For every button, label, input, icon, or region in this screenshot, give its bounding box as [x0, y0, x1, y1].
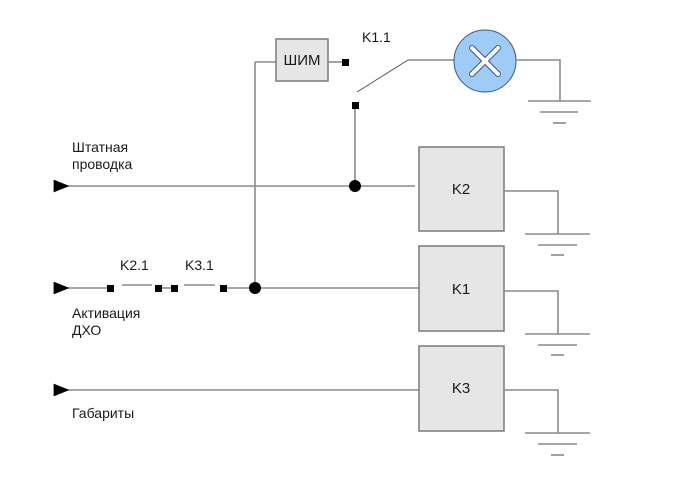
- contact-k2-1-left: [107, 285, 114, 292]
- relay-k2: K2: [418, 146, 590, 256]
- relay-k1: K1: [418, 245, 590, 356]
- contact-k3-1-left: [171, 285, 178, 292]
- relay-k2-box: [418, 146, 505, 232]
- pwm-block: ШИМ: [254, 38, 349, 288]
- contact-k3-1-label: K3.1: [185, 257, 214, 273]
- parking-lights-line: Габариты: [53, 383, 419, 421]
- ground-icon: [525, 432, 590, 456]
- switch-k1-1: K1.1: [352, 29, 454, 186]
- switch-k1-1-label: K1.1: [362, 29, 391, 45]
- relay-k3: K3: [418, 345, 590, 456]
- ground-icon: [525, 333, 590, 356]
- switch-contact-bottom: [352, 102, 359, 109]
- relay-k2-label: K2: [452, 181, 470, 198]
- contact-k3-1-right: [220, 285, 227, 292]
- drl-label-2: ДХО: [72, 322, 101, 338]
- stock-wiring-label-1: Штатная: [72, 139, 128, 155]
- contact-k2-1-label: K2.1: [120, 257, 149, 273]
- relay-k1-box: [418, 245, 505, 332]
- junction-dot: [249, 282, 261, 294]
- lamp: [453, 29, 591, 124]
- stock-wiring-line: Штатная проводка: [53, 139, 415, 193]
- relay-k3-box: [418, 345, 505, 432]
- junction-dot: [349, 180, 361, 192]
- ground-icon: [525, 233, 590, 256]
- lamp-ground-wire: [516, 59, 561, 101]
- relay-k3-ground-wire: [504, 389, 559, 433]
- relay-k2-ground-wire: [504, 190, 559, 234]
- pwm-box: [275, 38, 329, 82]
- pwm-label: ШИМ: [283, 52, 320, 69]
- stock-wiring-label-2: проводка: [72, 156, 133, 172]
- drl-activation-line: K2.1 K3.1 Активация ДХО: [53, 257, 419, 338]
- contact-k2-1-right: [155, 285, 162, 292]
- relay-k1-label: K1: [452, 281, 470, 298]
- drl-label-1: Активация: [72, 305, 140, 321]
- ground-icon: [528, 100, 591, 124]
- switch-contact-top: [342, 59, 349, 66]
- relay-k3-label: K3: [452, 380, 470, 397]
- switch-arm: [356, 59, 409, 93]
- parking-lights-label: Габариты: [72, 405, 134, 421]
- relay-k1-ground-wire: [504, 290, 559, 334]
